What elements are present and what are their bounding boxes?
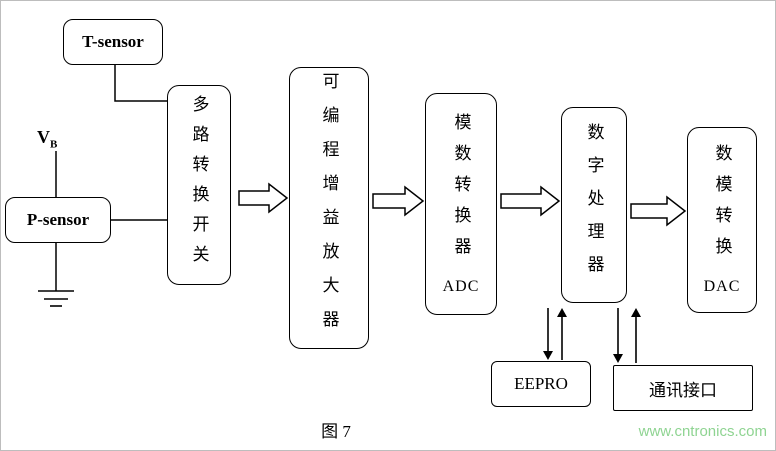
comm-interface-label: 通讯接口 (649, 380, 717, 400)
vb-source-label: VB (37, 127, 57, 151)
node-p-sensor: P-sensor (5, 197, 111, 243)
node-eeprom: EEPRO (491, 361, 591, 407)
pga-label: 可编程增益放大器 (319, 72, 339, 344)
watermark: www.cntronics.com (638, 423, 767, 440)
block-arrow-mux-to-pga (238, 182, 289, 214)
block-arrow-dsp-to-dac (630, 195, 687, 227)
node-pga: 可编程增益放大器 (289, 67, 369, 349)
dsp-label: 数字处理器 (584, 122, 604, 288)
node-multiplexer: 多路转换开关 (167, 85, 231, 285)
connector-t-sensor (114, 65, 167, 102)
adc-label-en: ADC (442, 277, 480, 295)
arrows-dsp-comm (613, 308, 641, 363)
node-t-sensor: T-sensor (63, 19, 163, 65)
vb-label: V (37, 127, 50, 147)
node-dac: 数模转换 DAC (687, 127, 757, 313)
p-sensor-label: P-sensor (26, 210, 90, 229)
adc-label-cn: 模数转换器 (451, 112, 471, 268)
node-adc: 模数转换器 ADC (425, 93, 497, 315)
block-arrow-adc-to-dsp (500, 185, 561, 217)
dac-label-cn: 数模转换 (712, 144, 732, 268)
vb-subscript: B (50, 138, 58, 151)
eeprom-label: EEPRO (514, 374, 568, 393)
block-arrow-pga-to-adc (372, 185, 425, 217)
diagram-caption: 图 7 (321, 422, 351, 441)
arrows-dsp-eeprom (543, 308, 567, 360)
node-comm-interface: 通讯接口 (613, 365, 753, 411)
t-sensor-label: T-sensor (82, 32, 144, 51)
dac-label-en: DAC (703, 278, 741, 295)
multiplexer-label: 多路转换开关 (189, 95, 209, 275)
node-dsp: 数字处理器 (561, 107, 627, 303)
ground-symbol-icon (38, 290, 74, 307)
